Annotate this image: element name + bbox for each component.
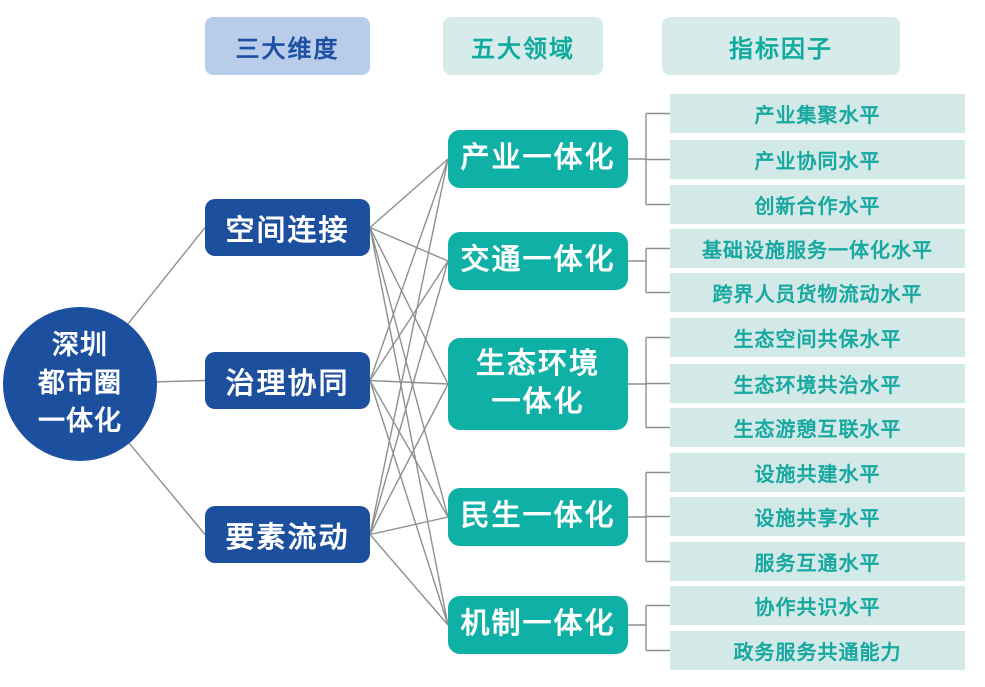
dimension-box-spatial-connection: 空间连接 xyxy=(205,199,370,256)
indicator-box: 生态环境共治水平 xyxy=(670,364,965,403)
indicator-box: 跨界人员货物流动水平 xyxy=(670,273,965,312)
indicator-label: 设施共享水平 xyxy=(754,508,881,530)
indicator-box: 政务服务共通能力 xyxy=(670,631,965,670)
domain-box-livelihood: 民生一体化 xyxy=(448,488,628,546)
indicator-box: 创新合作水平 xyxy=(670,185,965,224)
domain-box-mechanism: 机制一体化 xyxy=(448,596,628,654)
indicator-label: 产业集聚水平 xyxy=(754,105,881,127)
indicator-label: 生态环境共治水平 xyxy=(733,375,902,397)
indicator-box: 服务互通水平 xyxy=(670,542,965,581)
domain-label: 交通一体化 xyxy=(460,244,616,277)
indicator-label: 创新合作水平 xyxy=(754,196,881,218)
indicator-box: 产业集聚水平 xyxy=(670,94,965,133)
indicator-label: 服务互通水平 xyxy=(754,553,881,575)
dimension-label: 要素流动 xyxy=(225,521,350,554)
indicator-box: 生态游憩互联水平 xyxy=(670,408,965,447)
domain-label: 生态环境 一体化 xyxy=(475,348,600,418)
indicator-label: 基础设施服务一体化水平 xyxy=(702,240,933,262)
domain-label: 产业一体化 xyxy=(460,142,616,175)
column-header-indicators-label: 指标因子 xyxy=(729,35,833,63)
indicator-label: 跨界人员货物流动水平 xyxy=(712,284,923,306)
indicator-label: 生态游憩互联水平 xyxy=(733,419,902,441)
domain-box-industry: 产业一体化 xyxy=(448,130,628,188)
indicator-label: 设施共建水平 xyxy=(754,464,881,486)
indicator-box: 设施共享水平 xyxy=(670,497,965,536)
indicator-box: 产业协同水平 xyxy=(670,140,965,179)
dimension-box-factor-flow: 要素流动 xyxy=(205,506,370,563)
indicator-box: 设施共建水平 xyxy=(670,453,965,492)
root-node-shenzhen-metro-integration: 深圳 都市圈 一体化 xyxy=(3,307,157,461)
dimension-label: 空间连接 xyxy=(225,214,350,247)
column-header-domains-label: 五大领域 xyxy=(471,35,575,63)
indicator-label: 政务服务共通能力 xyxy=(733,642,902,664)
domain-box-ecology: 生态环境 一体化 xyxy=(448,338,628,430)
indicator-box: 协作共识水平 xyxy=(670,586,965,625)
column-header-indicators: 指标因子 xyxy=(662,17,900,75)
root-node-label: 深圳 都市圈 一体化 xyxy=(38,330,122,436)
domain-label: 民生一体化 xyxy=(460,500,616,533)
indicator-box: 基础设施服务一体化水平 xyxy=(670,229,965,268)
column-header-dimensions-label: 三大维度 xyxy=(235,35,340,63)
column-header-domains: 五大领域 xyxy=(443,17,603,75)
dimension-box-governance-synergy: 治理协同 xyxy=(205,352,370,409)
indicator-label: 协作共识水平 xyxy=(754,597,881,619)
indicator-label: 生态空间共保水平 xyxy=(733,329,902,351)
indicator-label: 产业协同水平 xyxy=(754,151,881,173)
dimension-label: 治理协同 xyxy=(225,367,350,400)
domain-label: 机制一体化 xyxy=(460,608,616,641)
column-header-dimensions: 三大维度 xyxy=(205,17,370,75)
domain-box-transport: 交通一体化 xyxy=(448,232,628,290)
indicator-box: 生态空间共保水平 xyxy=(670,318,965,357)
